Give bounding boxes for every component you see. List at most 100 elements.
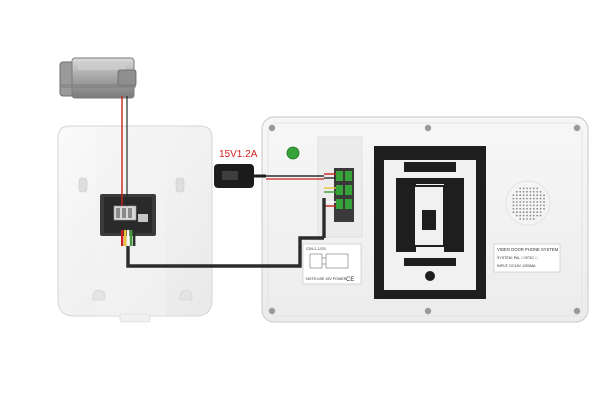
wiring-label-note: NOTE:USE 15V POWER xyxy=(306,277,347,281)
speaker-hole xyxy=(526,218,528,220)
speaker-hole xyxy=(539,197,542,200)
speaker-hole xyxy=(543,194,545,197)
speaker-hole xyxy=(519,187,522,190)
wiring-label: CD9-1-1/2/3 NOTE:USE 15V POWER CE xyxy=(302,243,362,285)
ce-mark: CE xyxy=(346,277,354,283)
speaker-hole xyxy=(529,187,532,190)
speaker-hole xyxy=(529,204,532,207)
speaker-hole xyxy=(536,190,539,193)
speaker-hole xyxy=(519,201,522,203)
speaker-hole xyxy=(543,201,545,203)
speaker-hole xyxy=(529,194,532,197)
lock-wires xyxy=(121,96,128,206)
speaker-hole xyxy=(522,204,525,207)
speaker-hole xyxy=(529,201,532,203)
power-adapter: 15V1.2A xyxy=(214,149,324,188)
speaker-hole xyxy=(522,197,525,200)
speaker-hole xyxy=(526,204,528,207)
speaker-hole xyxy=(512,204,515,207)
speaker-hole xyxy=(529,197,532,200)
speaker-hole xyxy=(532,197,535,200)
speaker-hole xyxy=(536,207,539,210)
speaker-hole xyxy=(536,204,539,207)
speaker-hole xyxy=(539,214,542,217)
speaker-hole xyxy=(543,207,545,210)
speaker-hole xyxy=(512,194,515,197)
speaker-hole xyxy=(526,197,528,200)
speaker-hole xyxy=(539,194,542,197)
speaker-hole xyxy=(532,204,535,207)
speaker-hole xyxy=(512,201,515,203)
speaker-hole xyxy=(536,194,539,197)
speaker-hole xyxy=(536,187,539,190)
speaker-hole xyxy=(529,190,532,193)
power-adapter-label: 15V1.2A xyxy=(219,149,258,160)
speaker-hole xyxy=(532,218,535,220)
speaker-hole xyxy=(515,207,518,210)
speaker-grille xyxy=(505,180,551,226)
wiring-label-title: CD9-1-1/2/3 xyxy=(306,247,326,251)
speaker-hole xyxy=(536,214,539,217)
speaker-hole xyxy=(536,197,539,200)
speaker-hole xyxy=(522,194,525,197)
speaker-hole xyxy=(515,211,518,214)
speaker-hole xyxy=(529,214,532,217)
speaker-hole xyxy=(529,218,532,220)
electric-lock xyxy=(59,57,137,99)
speaker-hole xyxy=(539,204,542,207)
speaker-hole xyxy=(522,214,525,217)
connection-cable xyxy=(126,198,326,268)
speaker-hole xyxy=(519,194,522,197)
speaker-hole xyxy=(526,201,528,203)
sticker-title: VIDEO DOOR PHONE SYSTEM xyxy=(497,247,559,252)
speaker-hole xyxy=(532,190,535,193)
speaker-hole xyxy=(526,207,528,210)
speaker-hole xyxy=(543,197,545,200)
speaker-hole xyxy=(536,201,539,203)
speaker-hole xyxy=(522,211,525,214)
speaker-hole xyxy=(515,197,518,200)
speaker-hole xyxy=(512,211,515,214)
speaker-hole xyxy=(539,201,542,203)
speaker-hole xyxy=(532,194,535,197)
speaker-hole xyxy=(532,201,535,203)
speaker-hole xyxy=(522,190,525,193)
speaker-hole xyxy=(519,190,522,193)
speaker-hole xyxy=(543,204,545,207)
speaker-hole xyxy=(526,214,528,217)
speaker-hole xyxy=(536,211,539,214)
speaker-hole xyxy=(515,204,518,207)
speaker-hole xyxy=(519,211,522,214)
speaker-hole xyxy=(532,187,535,190)
speaker-hole xyxy=(539,211,542,214)
speaker-hole xyxy=(529,211,532,214)
speaker-hole xyxy=(519,207,522,210)
product-sticker: VIDEO DOOR PHONE SYSTEM SYSTEM: PAL □ NT… xyxy=(493,243,561,273)
speaker-hole xyxy=(515,194,518,197)
speaker-hole xyxy=(526,211,528,214)
speaker-hole xyxy=(532,207,535,210)
speaker-hole xyxy=(522,207,525,210)
speaker-hole xyxy=(526,187,528,190)
indoor-monitor: VIDEO DOOR PHONE SYSTEM SYSTEM: PAL □ NT… xyxy=(261,116,589,323)
speaker-hole xyxy=(526,194,528,197)
speaker-hole xyxy=(539,190,542,193)
speaker-hole xyxy=(519,218,522,220)
speaker-hole xyxy=(515,214,518,217)
speaker-hole xyxy=(512,207,515,210)
sticker-system: SYSTEM: PAL □ NTSC □ xyxy=(497,256,538,260)
speaker-hole xyxy=(519,214,522,217)
speaker-hole xyxy=(522,187,525,190)
speaker-hole xyxy=(515,201,518,203)
speaker-hole xyxy=(522,218,525,220)
wall-bracket xyxy=(374,146,486,299)
sticker-input: INPUT: DC15V 1200MA xyxy=(497,264,536,268)
speaker-hole xyxy=(515,190,518,193)
speaker-hole xyxy=(512,197,515,200)
speaker-hole xyxy=(532,214,535,217)
speaker-hole xyxy=(539,207,542,210)
outdoor-camera-unit xyxy=(57,125,213,323)
speaker-hole xyxy=(526,190,528,193)
speaker-hole xyxy=(532,211,535,214)
